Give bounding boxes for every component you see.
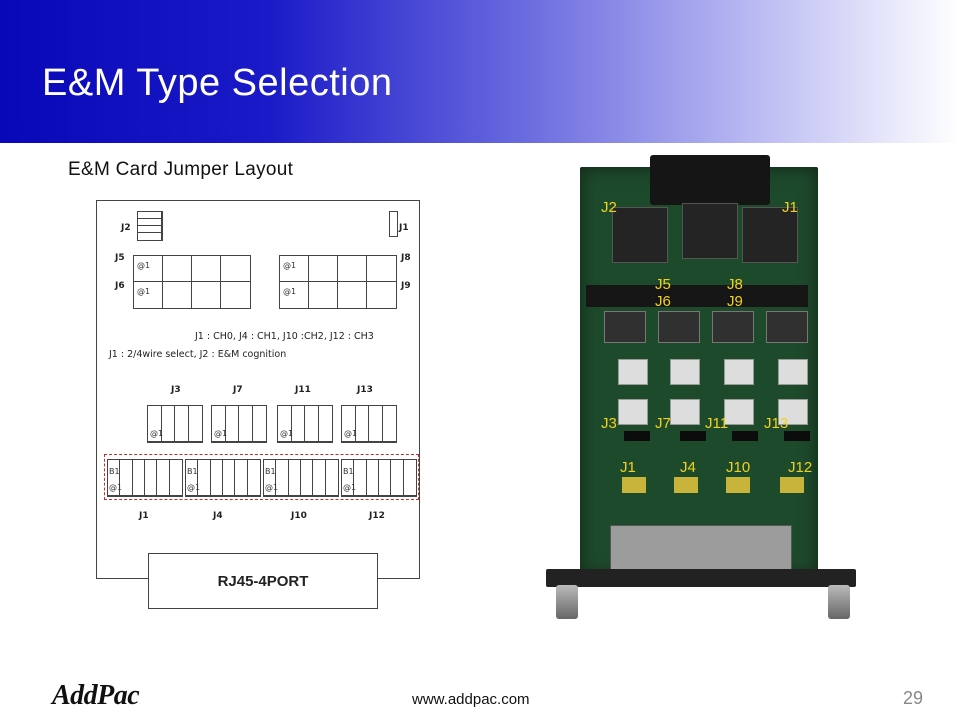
em-card-photo: J2 J1 J5 J8 J6 J9 J3 J7 J11 J13 J1 J4 J1… [546, 155, 856, 619]
addpac-logo: AddPac [52, 680, 140, 711]
pin1-marker: @1 [137, 287, 151, 296]
photo-label-j1-bottom: J1 [620, 459, 636, 476]
capacitor [780, 477, 804, 493]
b1-marker: B1 [187, 467, 198, 476]
pin1-marker: @1 [109, 483, 123, 492]
photo-label-j12: J12 [788, 459, 813, 476]
slide-header-band [0, 0, 960, 143]
pin1-marker: @1 [344, 429, 358, 438]
relay [618, 399, 648, 425]
b1-marker: B1 [265, 467, 276, 476]
jumper-j13-block [341, 405, 397, 443]
label-j11: J11 [295, 385, 311, 395]
b1-marker: B1 [343, 467, 354, 476]
jumper-header [624, 431, 650, 441]
label-j4: J4 [213, 511, 223, 521]
rj45-port-block: RJ45-4PORT [148, 553, 378, 609]
photo-label-j1: J1 [782, 199, 798, 216]
relay [618, 359, 648, 385]
label-j1-top: J1 [399, 223, 409, 233]
pin1-marker: @1 [150, 429, 164, 438]
channel-jumper-group [104, 454, 419, 500]
jumper-header [784, 431, 810, 441]
photo-label-j8: J8 [727, 276, 743, 293]
capacitor [674, 477, 698, 493]
label-j5: J5 [115, 253, 125, 263]
relay [778, 399, 808, 425]
label-j8: J8 [401, 253, 411, 263]
photo-label-j13: J13 [764, 415, 789, 432]
jumper-layout-diagram: J2 J1 J5 J6 @1 @1 @1 @1 J8 J9 J1 : CH0, … [96, 200, 420, 609]
jumper-j1-switch [389, 211, 398, 237]
transformer [658, 311, 700, 343]
chip [682, 203, 738, 259]
label-j9: J9 [401, 281, 411, 291]
photo-label-j7: J7 [655, 415, 671, 432]
rj45-port [610, 525, 792, 573]
jumper-function-description: J1 : 2/4wire select, J2 : E&M cognition [109, 349, 287, 360]
capacitor [726, 477, 750, 493]
transformer [712, 311, 754, 343]
jumper-j8-j9-grid [279, 255, 397, 309]
relay [724, 359, 754, 385]
label-j10: J10 [291, 511, 307, 521]
photo-label-j3: J3 [601, 415, 617, 432]
jumper-j12-block [341, 459, 417, 497]
top-connector [650, 155, 770, 205]
label-j2: J2 [121, 223, 131, 233]
label-j3: J3 [171, 385, 181, 395]
label-j13: J13 [357, 385, 373, 395]
pin1-marker: @1 [265, 483, 279, 492]
footer-url[interactable]: www.addpac.com [412, 691, 530, 708]
jumper-j4-block [185, 459, 261, 497]
jumper-j7-block [211, 405, 267, 443]
label-j12: J12 [369, 511, 385, 521]
mounting-bracket [546, 569, 856, 587]
pin1-marker: @1 [214, 429, 228, 438]
transformer [766, 311, 808, 343]
photo-label-j11: J11 [705, 415, 729, 432]
photo-label-j6: J6 [655, 293, 671, 310]
page-number: 29 [903, 688, 924, 708]
jumper-header [732, 431, 758, 441]
chip [612, 207, 668, 263]
diagram-subtitle: E&M Card Jumper Layout [68, 159, 294, 180]
jumper-j5-j6-grid [133, 255, 251, 309]
slide-title: E&M Type Selection [42, 62, 393, 104]
photo-label-j10: J10 [726, 459, 751, 476]
photo-label-j2: J2 [601, 199, 617, 216]
relay [778, 359, 808, 385]
pin1-marker: @1 [137, 261, 151, 270]
pin1-marker: @1 [280, 429, 294, 438]
pin1-marker: @1 [283, 261, 297, 270]
thumb-screw [556, 585, 578, 619]
photo-label-j5: J5 [655, 276, 671, 293]
relay [724, 399, 754, 425]
label-j6: J6 [115, 281, 125, 291]
b1-marker: B1 [109, 467, 120, 476]
thumb-screw [828, 585, 850, 619]
relay [670, 399, 700, 425]
jumper-j3-block [147, 405, 203, 443]
header-strip [586, 285, 808, 307]
photo-label-j9: J9 [727, 293, 743, 310]
pin1-marker: @1 [283, 287, 297, 296]
label-j1-bottom: J1 [139, 511, 149, 521]
pin1-marker: @1 [343, 483, 357, 492]
channel-description: J1 : CH0, J4 : CH1, J10 :CH2, J12 : CH3 [195, 331, 374, 342]
photo-label-j4: J4 [680, 459, 696, 476]
jumper-j1-block [107, 459, 183, 497]
pin1-marker: @1 [187, 483, 201, 492]
jumper-j2-block [137, 211, 163, 241]
jumper-header [680, 431, 706, 441]
label-j7: J7 [233, 385, 243, 395]
relay [670, 359, 700, 385]
jumper-j11-block [277, 405, 333, 443]
transformer [604, 311, 646, 343]
capacitor [622, 477, 646, 493]
jumper-j10-block [263, 459, 339, 497]
chip [742, 207, 798, 263]
